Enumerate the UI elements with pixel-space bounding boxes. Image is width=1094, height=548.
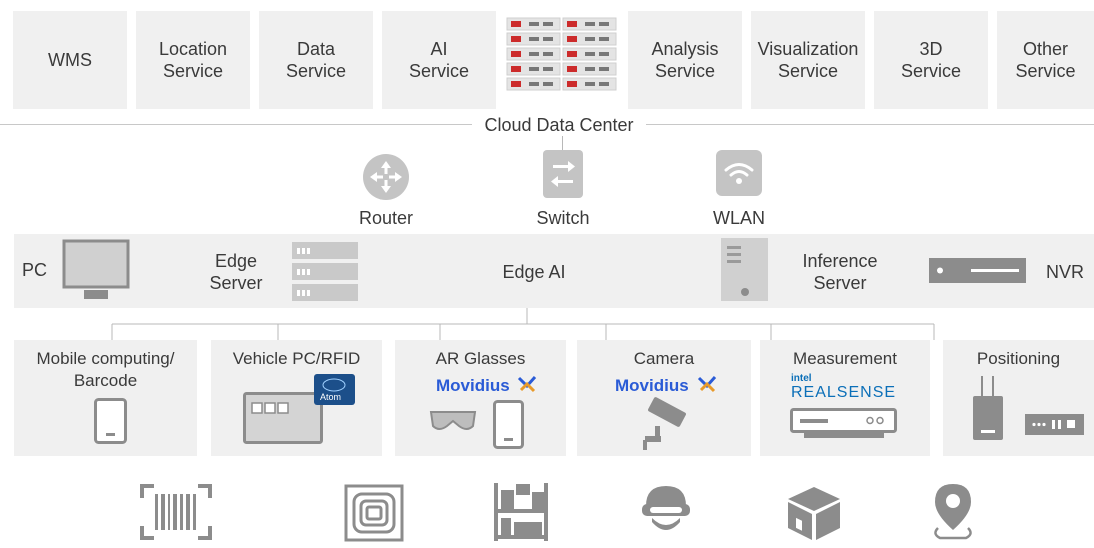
location-pin-icon [934,484,972,540]
edge-server-label: Edge Server [209,251,263,293]
service-3d: 3D Service [874,11,988,109]
movidius-mark-icon [697,376,717,393]
cloud-data-center-label: Cloud Data Center [484,115,634,135]
switch-icon [543,150,583,198]
device-vehicle-label: Vehicle PC/RFID [232,349,361,368]
intel-logo: intel [791,373,812,384]
pc-label: PC [22,260,48,280]
movidius-logo: Movidius [615,376,689,395]
movidius-mark-icon [517,376,537,393]
service-location: Location Service [136,11,250,109]
package-box-icon [788,487,840,540]
handheld-icon [94,398,127,444]
service-visualization: Visualization Service [751,11,865,109]
device-positioning-label: Positioning [976,349,1061,368]
wlan-label: WLAN [712,208,765,228]
movidius-logo: Movidius [436,376,510,395]
service-analysis: Analysis Service [628,11,742,109]
monitor-icon [62,239,130,299]
tablet-icon [493,400,524,449]
service-label: Analysis Service [651,39,719,81]
service-wms: WMS [13,11,127,109]
intel-atom-badge: Atom [314,374,355,405]
edge-band [14,234,1094,308]
service-other: Other Service [997,11,1094,109]
device-mobile-label: Mobile computing/ Barcode [36,349,175,390]
depth-camera-icon [790,408,897,438]
server-rack-icon [506,17,617,91]
service-label: AI Service [408,39,470,81]
service-label: WMS [48,50,92,70]
nvr-icon [929,258,1026,283]
device-ar-label: AR Glasses [435,349,526,368]
connector-tree [111,308,935,340]
device-camera-label: Camera [633,349,695,368]
device-camera-panel: Camera Movidius [577,340,751,456]
worker-ar-icon [642,486,690,530]
cloud-divider-right [646,124,1094,125]
device-mobile-panel: Mobile computing/ Barcode [14,340,197,456]
service-data: Data Service [259,11,373,109]
edge-server-icon [292,242,358,301]
service-label: 3D Service [900,39,962,81]
ar-glasses-icon [429,411,477,430]
atom-text: Atom [320,392,341,402]
rfid-tag-icon [344,484,404,542]
realsense-logo: REALSENSE [791,384,897,401]
router-label: Router [358,208,414,228]
device-positioning-panel: Positioning [943,340,1094,456]
inference-server-icon [721,238,768,301]
device-ar-panel: AR Glasses Movidius [395,340,566,456]
service-ai: AI Service [382,11,496,109]
positioning-tag-icon [973,376,1003,440]
device-measurement-label: Measurement [793,349,897,368]
cloud-divider-left [0,124,472,125]
service-label: Location Service [158,39,228,81]
nvr-label: NVR [1045,262,1084,282]
switch-label: Switch [536,208,590,228]
wifi-icon [716,150,762,196]
positioning-gateway-icon [1025,414,1084,435]
device-measurement-panel: Measurement intel REALSENSE [760,340,930,456]
service-label: Other Service [1015,39,1076,81]
service-label: Visualization Service [757,39,859,81]
edge-ai-label: Edge AI [502,262,566,282]
barcode-scan-icon [140,484,212,540]
device-vehicle-panel: Vehicle PC/RFID Atom [211,340,382,456]
service-label: Data Service [285,39,347,81]
security-camera-icon [643,397,686,450]
vehicle-pc-icon [243,392,323,444]
router-icon [363,154,409,200]
connector-line [562,136,563,150]
inference-server-label: Inference Server [802,251,878,293]
warehouse-shelf-icon [494,483,548,541]
